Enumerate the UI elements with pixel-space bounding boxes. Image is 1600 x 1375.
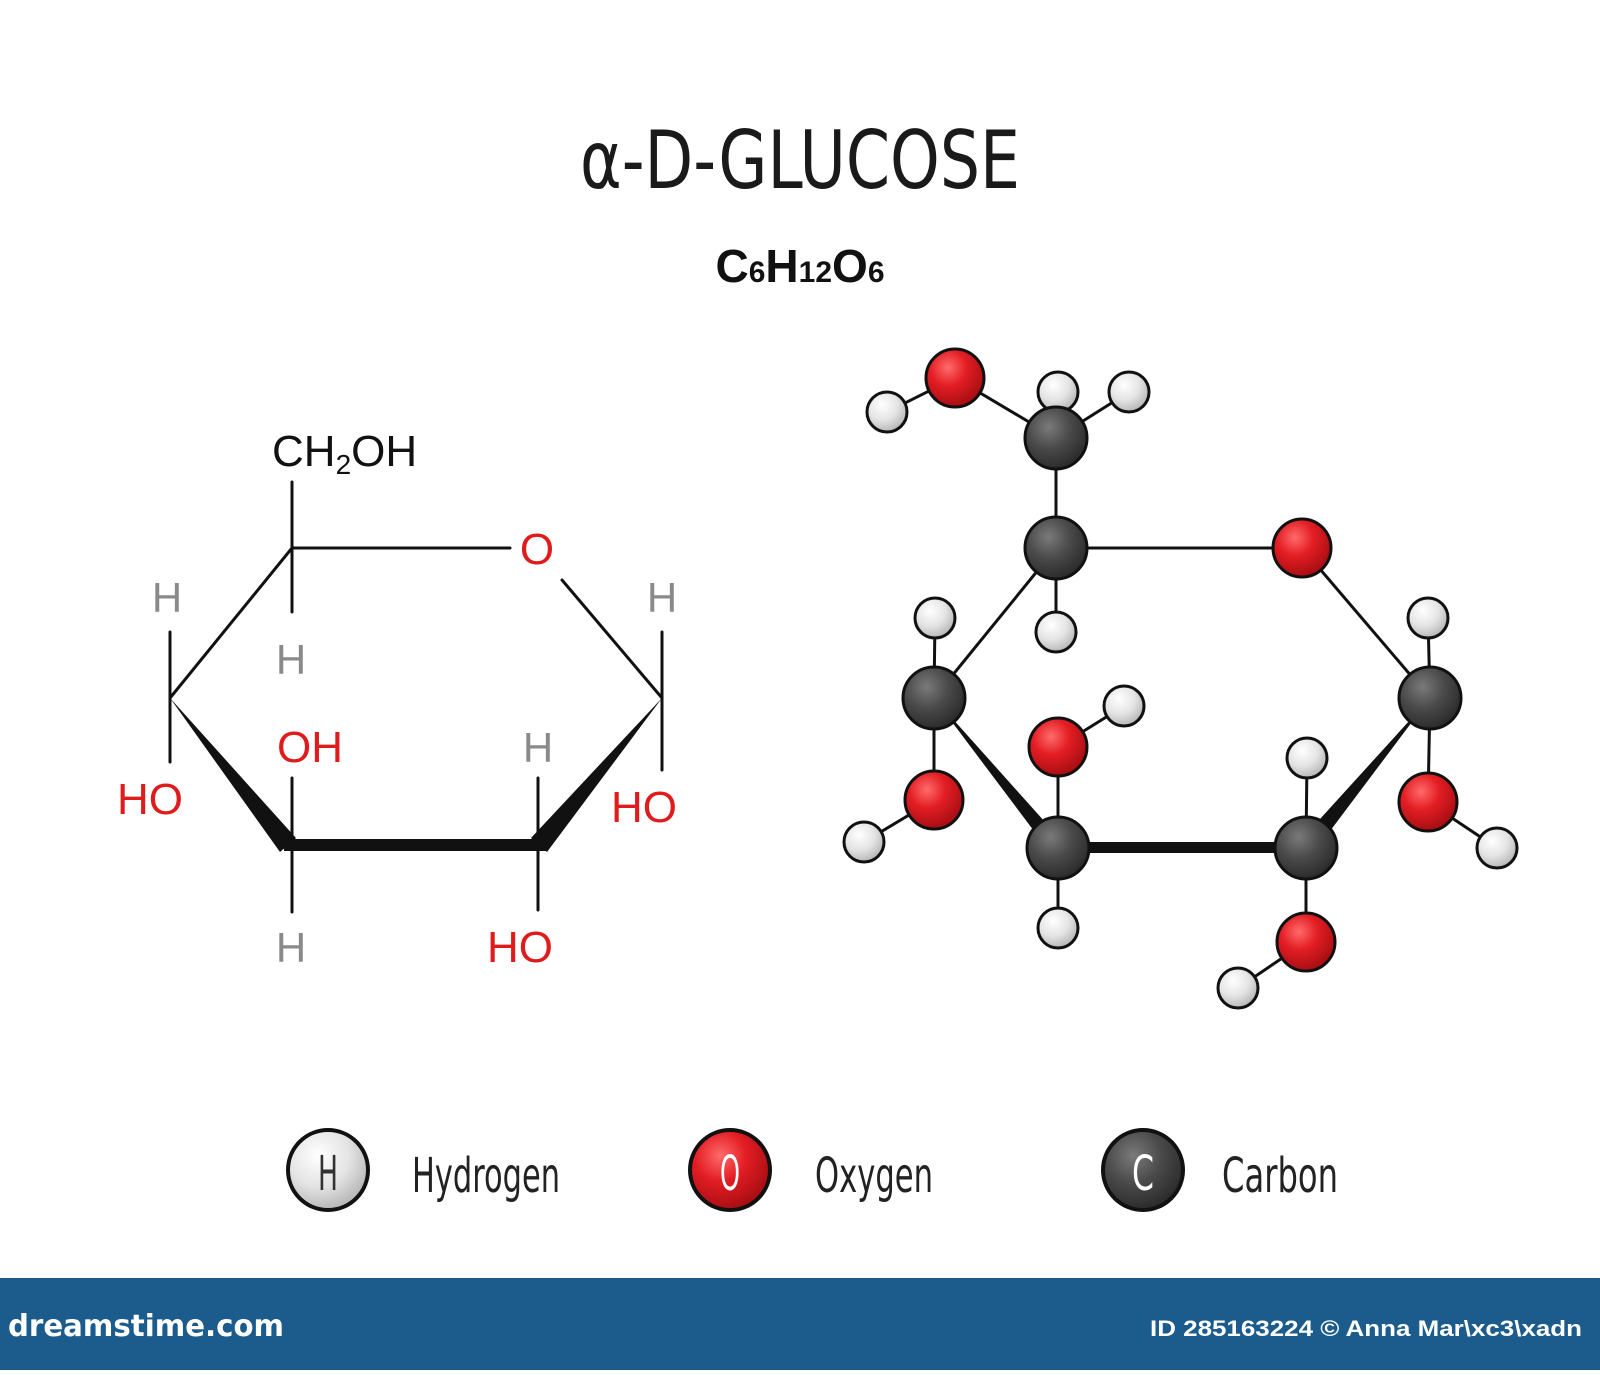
oxygen-atom xyxy=(1027,716,1089,778)
footer-bar: dreamstime.com ID 285163224 © Anna Mar\x… xyxy=(0,1278,1600,1370)
footer-brand[interactable]: dreamstime.com xyxy=(8,1309,284,1344)
legend-hydrogen-label: Hydrogen xyxy=(412,1148,560,1204)
legend-oxygen-label: Oxygen xyxy=(815,1148,933,1204)
model-wedge-left xyxy=(934,698,1062,855)
ho-label-c4-down: HO xyxy=(117,775,183,824)
formula-o-count: 6 xyxy=(868,256,885,289)
ho-label-c2-down: HO xyxy=(487,923,553,972)
title: α-D-GLUCOSE xyxy=(580,114,1020,207)
legend-carbon-atom xyxy=(1101,1128,1185,1212)
legend-item-carbon: C Carbon xyxy=(1101,1128,1338,1212)
bond-c3-c2-bold xyxy=(284,839,546,851)
formula-c-count: 6 xyxy=(749,256,766,289)
legend: H Hydrogen O Oxygen C Carbon xyxy=(286,1128,1338,1212)
carbon-atom xyxy=(901,665,967,731)
legend-item-oxygen: O Oxygen xyxy=(688,1128,933,1212)
legend-carbon-label: Carbon xyxy=(1222,1148,1338,1204)
ho-label-c1-down: HO xyxy=(611,783,677,832)
formula-h: H xyxy=(765,240,798,292)
haworth-projection: CH2OH O H H H H H OH HO HO HO xyxy=(117,427,677,972)
hydrogen-atom xyxy=(1102,684,1146,728)
bond-c5-c4 xyxy=(168,546,294,700)
oxygen-atom xyxy=(1271,517,1333,579)
carbon-atom xyxy=(1023,405,1089,471)
ring-oxygen-label: O xyxy=(520,525,554,574)
legend-oxygen-symbol: O xyxy=(720,1146,740,1202)
h-label-c2-up: H xyxy=(523,724,553,771)
oxygen-atom xyxy=(924,347,986,409)
legend-carbon-symbol: C xyxy=(1132,1146,1154,1202)
footer-graphic: dreamstime.com ID 285163224 © Anna Mar\x… xyxy=(8,1309,1582,1344)
hydrogen-atom xyxy=(913,596,957,640)
carbon-atom xyxy=(1397,665,1463,731)
bond-c4-c3-wedge xyxy=(170,698,296,852)
ch2oh-label: CH2OH xyxy=(272,427,417,480)
legend-hydrogen-atom xyxy=(286,1128,370,1212)
carbon-atom xyxy=(1025,815,1091,881)
formula: C6H12O6 xyxy=(716,240,885,292)
bond-c1-c2-wedge xyxy=(531,698,662,852)
h-label-c4-up: H xyxy=(152,574,182,621)
h-label-c3-down: H xyxy=(276,924,306,971)
model-atoms xyxy=(842,347,1519,1010)
footer-credit: ID 285163224 © Anna Mar\xc3\xadn xyxy=(1150,1316,1582,1341)
hydrogen-atom xyxy=(1285,736,1329,780)
hydrogen-atom xyxy=(1107,370,1151,414)
oxygen-atom xyxy=(1397,771,1459,833)
hydrogen-atom xyxy=(1406,596,1450,640)
h-label-c1-up: H xyxy=(647,574,677,621)
hydrogen-atom xyxy=(1475,826,1519,870)
formula-o: O xyxy=(832,240,868,292)
model-bold-bond xyxy=(1056,842,1308,853)
model-wedge-right xyxy=(1300,698,1430,855)
formula-h-count: 12 xyxy=(799,256,832,289)
bond-o-c1 xyxy=(560,578,664,700)
hydrogen-atom xyxy=(1036,906,1080,950)
legend-hydrogen-symbol: H xyxy=(318,1146,338,1202)
formula-c: C xyxy=(716,240,749,292)
legend-oxygen-atom xyxy=(688,1128,772,1212)
legend-item-hydrogen: H Hydrogen xyxy=(286,1128,560,1212)
hydrogen-atom xyxy=(1216,966,1260,1010)
hydrogen-atom xyxy=(1034,610,1078,654)
carbon-atom xyxy=(1023,515,1089,581)
carbon-atom xyxy=(1273,815,1339,881)
oxygen-atom xyxy=(903,769,965,831)
h-label-c5-down: H xyxy=(276,636,306,683)
ball-and-stick-model xyxy=(842,347,1519,1010)
oxygen-atom xyxy=(1275,911,1337,973)
hydrogen-atom xyxy=(865,390,909,434)
oh-label-c3-up: OH xyxy=(277,723,343,772)
hydrogen-atom xyxy=(842,820,886,864)
